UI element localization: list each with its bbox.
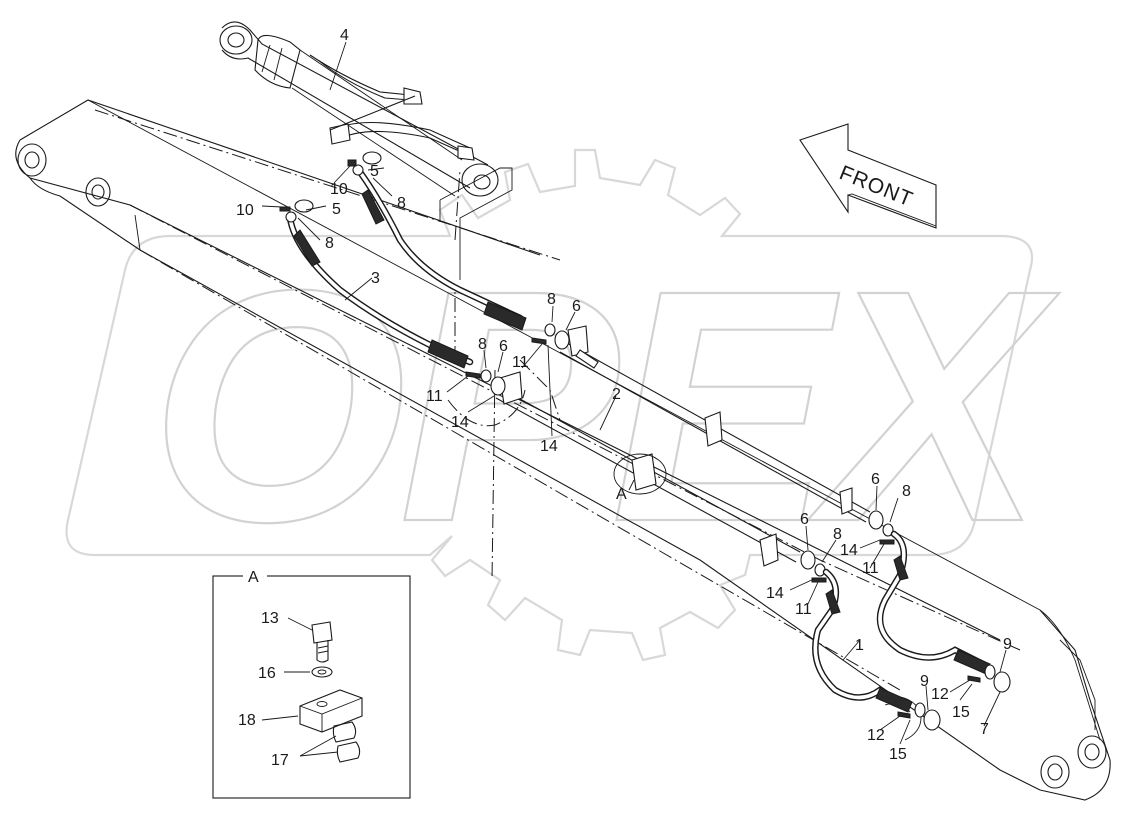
leader-lines <box>261 41 1007 745</box>
callout-5: 5 <box>370 163 379 180</box>
callout-11: 11 <box>512 354 529 371</box>
callout-14: 14 <box>451 414 469 431</box>
callout-8: 8 <box>397 195 406 212</box>
callout-2: 2 <box>612 386 621 403</box>
callout-8: 8 <box>547 291 556 308</box>
callout-12: 12 <box>931 686 949 703</box>
callout-12: 12 <box>867 727 885 744</box>
callout-14: 14 <box>840 542 858 559</box>
callout-6: 6 <box>499 338 508 355</box>
callout-3: 3 <box>371 270 380 287</box>
callout-15: 15 <box>889 746 907 763</box>
callout-14: 14 <box>540 438 558 455</box>
callout-11: 11 <box>426 388 443 405</box>
callout-7: 7 <box>980 721 989 738</box>
callout-15: 15 <box>952 704 970 721</box>
callout-10: 10 <box>330 181 348 198</box>
callout-1: 1 <box>855 637 864 654</box>
callout-10: 10 <box>236 202 254 219</box>
callout-18: 18 <box>238 712 256 729</box>
callout-6: 6 <box>871 471 880 488</box>
callout-8: 8 <box>478 336 487 353</box>
callout-11: 11 <box>862 560 879 577</box>
callout-8: 8 <box>325 235 334 252</box>
callout-13: 13 <box>261 610 279 627</box>
callout-14: 14 <box>766 585 784 602</box>
callout-6: 6 <box>572 298 581 315</box>
boom-body <box>15 99 1111 801</box>
callout-17: 17 <box>271 752 289 769</box>
callout-6: 6 <box>800 511 809 528</box>
pipe-2 <box>447 323 871 567</box>
arm-cylinder <box>219 21 513 280</box>
detail-a-inset: A 13 16 18 17 <box>212 566 411 799</box>
watermark-gear: OPEX <box>65 148 1069 662</box>
watermark-text: OPEX <box>150 221 1060 590</box>
detail-a-box-label: A <box>248 569 259 586</box>
callout-9: 9 <box>920 673 929 690</box>
callout-5: 5 <box>332 201 341 218</box>
callout-8: 8 <box>833 526 842 543</box>
hose-3 <box>279 151 527 369</box>
hose-1 <box>800 510 1011 731</box>
callout-4: 4 <box>340 27 349 44</box>
callout-labels: 4 5 8 10 10 5 8 3 8 6 8 6 11 11 14 14 2 … <box>236 27 1012 763</box>
callout-16: 16 <box>258 665 276 682</box>
callout-11: 11 <box>795 601 812 618</box>
callout-9: 9 <box>1003 636 1012 653</box>
front-arrow: FRONT <box>799 123 937 229</box>
callout-8: 8 <box>902 483 911 500</box>
detail-a-label: A <box>616 486 627 503</box>
